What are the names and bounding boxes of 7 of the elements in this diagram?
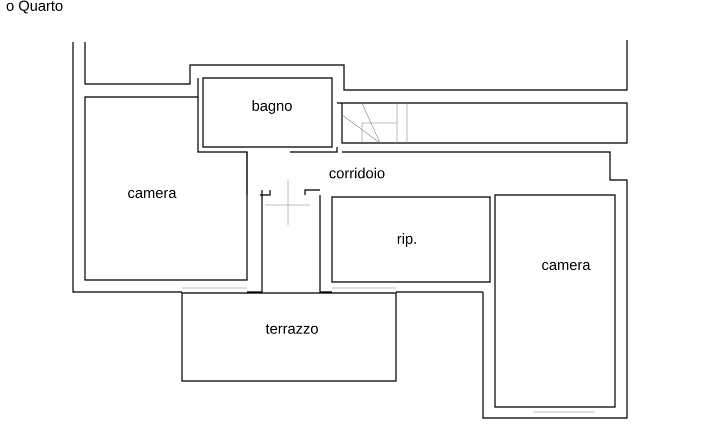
room-outline: camera [494, 194, 616, 408]
room-outline: bagno [202, 77, 333, 148]
room-outline: camera [84, 96, 248, 281]
room-outline: terrazzo [181, 292, 397, 382]
plan-title: o Quarto [6, 0, 62, 14]
room-outline: rip. [331, 196, 491, 283]
room-label: corridoio [330, 168, 384, 178]
